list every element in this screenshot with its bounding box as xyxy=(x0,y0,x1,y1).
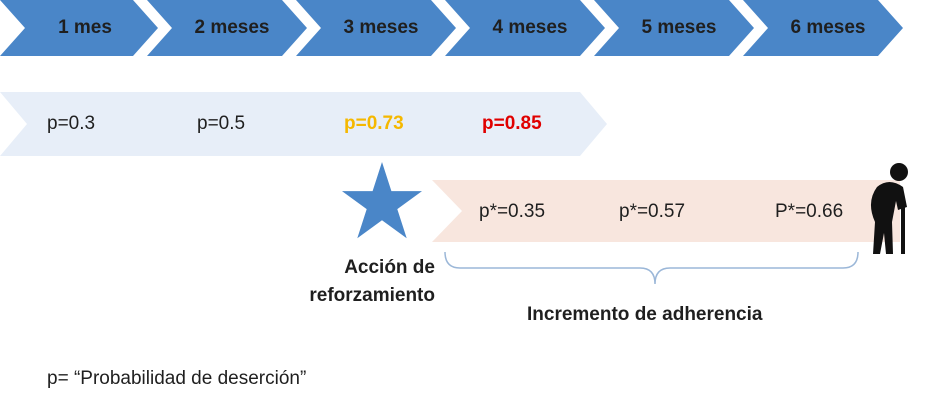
adherence-prob-3: P*=0.66 xyxy=(775,201,844,222)
adherence-prob-1: p*=0.35 xyxy=(479,201,546,222)
desertion-prob-month-1: p=0.3 xyxy=(47,113,96,134)
adherence-brace xyxy=(444,251,859,285)
legend-text: p= “Probabilidad de deserción” xyxy=(47,368,307,389)
reinforcement-caption-line2: reforzamiento xyxy=(309,285,435,306)
chevron-month-5 xyxy=(594,0,754,56)
chevron-label-month-5: 5 meses xyxy=(641,17,717,38)
adherence-probability-band xyxy=(432,180,900,242)
chevron-label-month-1: 1 mes xyxy=(58,17,112,38)
desertion-prob-month-3: p=0.73 xyxy=(344,113,404,134)
desertion-probability-band xyxy=(0,92,607,156)
chevron-label-month-3: 3 meses xyxy=(343,17,419,38)
desertion-prob-month-2: p=0.5 xyxy=(197,113,246,134)
star-icon xyxy=(342,162,422,239)
chevron-label-month-4: 4 meses xyxy=(492,17,568,38)
chevron-label-month-6: 6 meses xyxy=(790,17,866,38)
chevron-label-month-2: 2 meses xyxy=(194,17,270,38)
reinforcement-caption-line1: Acción de xyxy=(344,257,435,278)
elderly-person-with-cane-icon xyxy=(870,163,908,254)
chevron-month-1 xyxy=(0,0,158,56)
chevron-month-3 xyxy=(296,0,456,56)
timeline-chevrons xyxy=(0,0,903,56)
adherence-increase-caption: Incremento de adherencia xyxy=(527,304,763,325)
adherence-prob-2: p*=0.57 xyxy=(619,201,686,222)
chevron-month-6 xyxy=(743,0,903,56)
chevron-month-4 xyxy=(445,0,605,56)
chevron-month-2 xyxy=(147,0,307,56)
desertion-prob-month-4: p=0.85 xyxy=(482,113,542,134)
